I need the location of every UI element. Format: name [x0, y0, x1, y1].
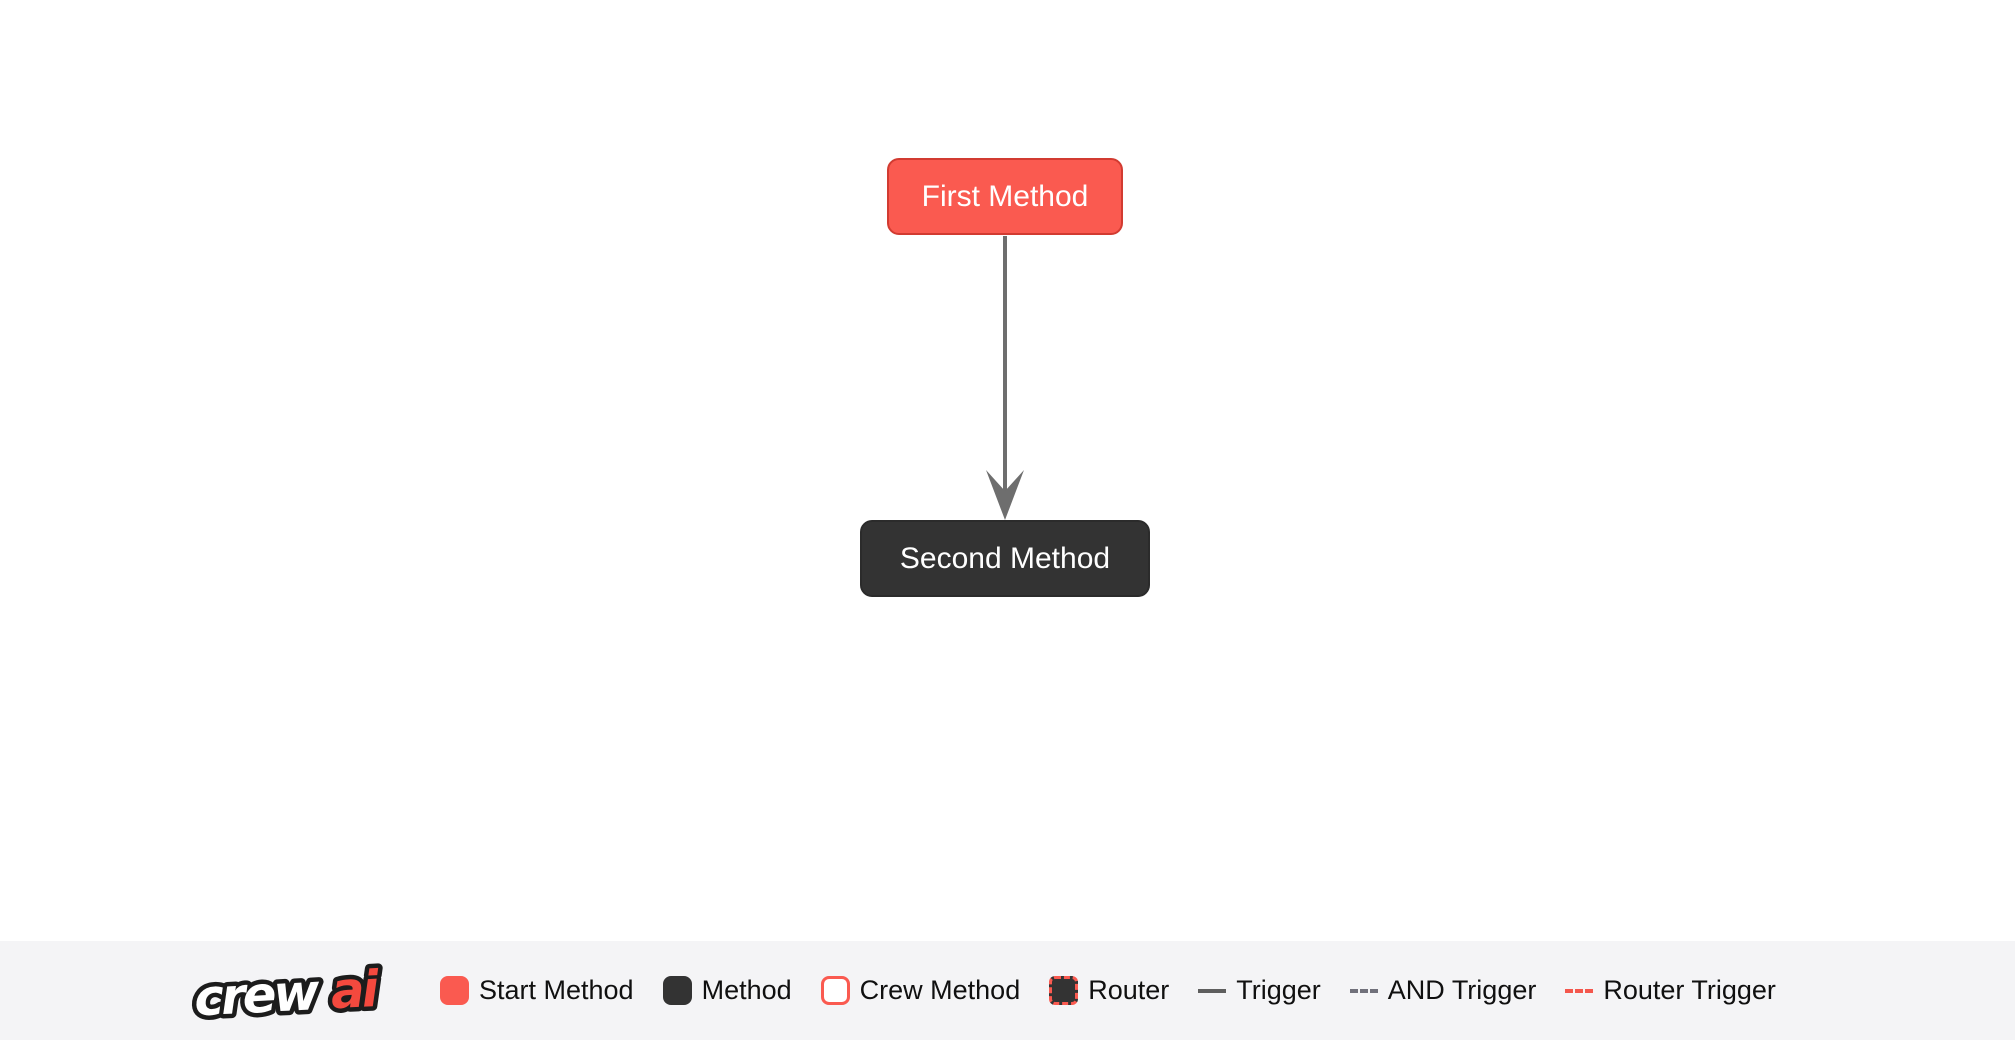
legend-item-crew-method: Crew Method	[820, 975, 1021, 1006]
svg-text:crew ai: crew ai	[193, 959, 381, 1027]
legend-item-router-trigger: Router Trigger	[1565, 975, 1776, 1006]
router-trigger-line-icon	[1565, 988, 1594, 993]
router-swatch-icon	[1049, 976, 1079, 1005]
logo-text-crew: crew	[193, 962, 322, 1027]
legend-label: AND Trigger	[1387, 975, 1537, 1005]
legend-label: Crew Method	[859, 975, 1021, 1005]
start-method-swatch-icon	[440, 976, 469, 1005]
trigger-edge	[986, 236, 1024, 520]
and-trigger-line-icon	[1349, 988, 1378, 993]
node-first-method[interactable]: First Method	[887, 158, 1123, 235]
method-swatch-icon	[662, 976, 692, 1005]
legend-item-router: Router	[1049, 975, 1169, 1006]
node-label: Second Method	[899, 541, 1111, 575]
arrowhead-icon	[986, 470, 1024, 520]
flow-canvas[interactable]: First Method Second Method	[0, 0, 2015, 941]
node-second-method[interactable]: Second Method	[860, 520, 1150, 597]
trigger-line-icon	[1198, 988, 1227, 993]
legend-label: Start Method	[479, 975, 634, 1005]
crewai-logo: crew ai	[190, 955, 386, 1032]
crew-method-swatch-icon	[820, 976, 850, 1005]
legend-label: Router Trigger	[1603, 975, 1776, 1005]
legend-label: Method	[701, 975, 792, 1005]
legend-bar: crew ai Start Method Method Crew Method …	[0, 941, 2015, 1040]
logo-text-ai: ai	[329, 959, 381, 1019]
legend-item-method: Method	[662, 975, 792, 1006]
legend-label: Trigger	[1236, 975, 1321, 1005]
edge-layer	[986, 236, 1024, 520]
legend-items: Start Method Method Crew Method Router T…	[440, 975, 1776, 1006]
legend-item-start-method: Start Method	[440, 975, 634, 1006]
legend-label: Router	[1088, 975, 1170, 1005]
legend-item-and-trigger: AND Trigger	[1349, 975, 1537, 1006]
node-label: First Method	[921, 179, 1089, 213]
legend-item-trigger: Trigger	[1198, 975, 1321, 1006]
